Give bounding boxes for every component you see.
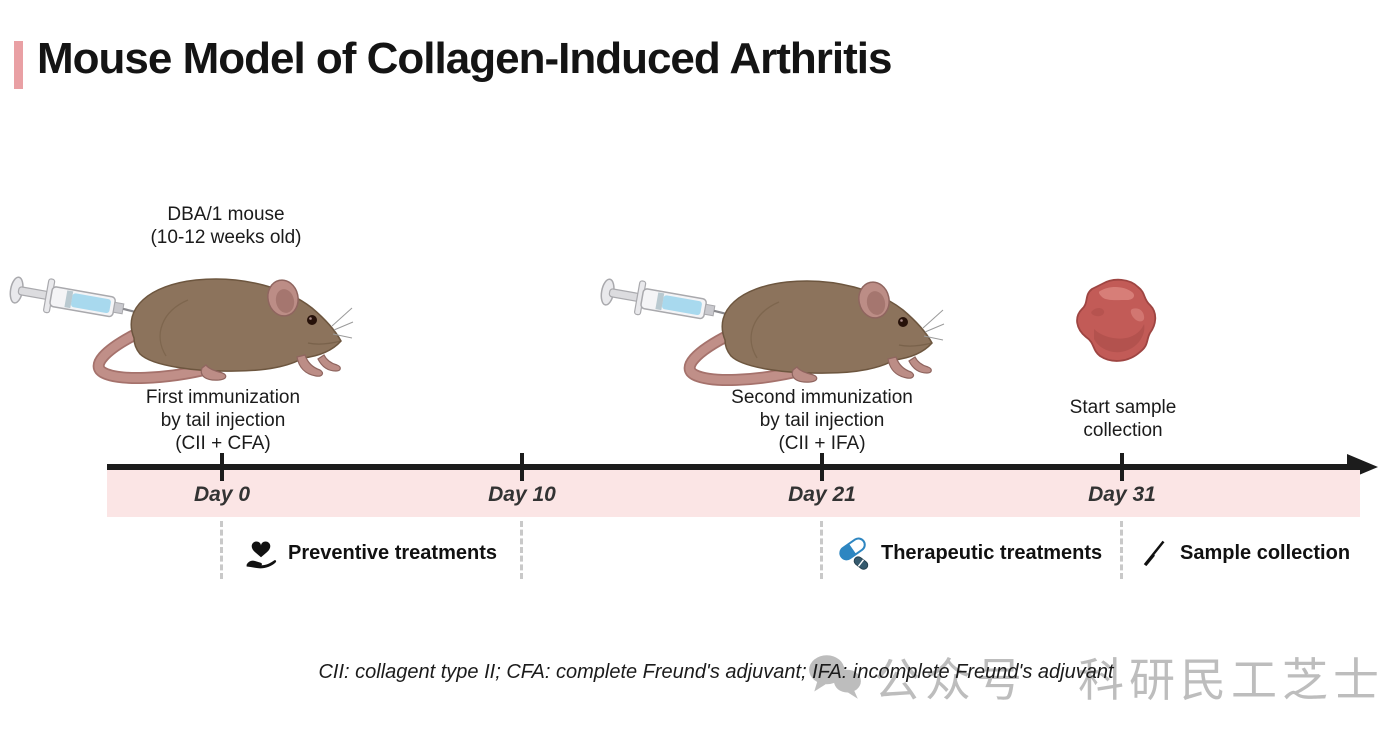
first-immunization-label: First immunization by tail injection (CI… [93,386,353,455]
second-immunization-line2: by tail injection [759,410,885,431]
day-label-0: Day 0 [193,483,251,506]
dashed-dropline-day-0 [220,521,223,579]
sample-collection-line1: Start sample [1069,397,1177,418]
mouse-age-line2: (10-12 weeks old) [150,227,302,248]
abbreviation-footnote: CII: collagent type II; CFA: complete Fr… [318,661,1114,683]
first-immunization-line1: First immunization [145,387,301,408]
page-title: Mouse Model of Collagen-Induced Arthriti… [37,34,892,83]
watermark-text: 公众号 科研民工芝士草莓 [874,654,1383,706]
day-label-10: Day 10 [488,483,556,506]
capsule-icon [839,537,869,570]
tick-day-21 [820,453,824,481]
tick-day-0 [220,453,224,481]
legend-label-preventive: Preventive treatments [288,541,497,564]
legend-label-therapeutic: Therapeutic treatments [881,541,1103,564]
day-label-21: Day 21 [788,483,856,506]
second-immunization-line3: (CII + IFA) [778,433,866,454]
legend-item-preventive: Preventive treatments [243,534,497,572]
second-immunization-label: Second immunization by tail injection (C… [692,386,952,455]
dashed-dropline-day-21 [820,521,823,579]
watermark: 公众号 科研民工芝士草莓 [806,644,1383,710]
tissue-sample-icon [1076,278,1157,362]
legend-item-sample: Sample collection [1141,534,1350,572]
timeline-axis [107,464,1351,470]
dashed-dropline-day-10 [520,521,523,579]
mouse-with-syringe-illustration-1 [2,250,354,386]
dashed-dropline-day-31 [1120,521,1123,579]
second-immunization-line1: Second immunization [731,387,913,408]
legend-label-sample: Sample collection [1180,541,1351,564]
title-accent-bar [14,41,23,89]
start-sample-collection-label: Start sample collection [1013,396,1233,442]
first-immunization-line3: (CII + CFA) [175,433,271,454]
scalpel-icon [1143,540,1165,566]
tick-day-31 [1120,453,1124,481]
tick-day-10 [520,453,524,481]
mouse-age-label: DBA/1 mouse (10-12 weeks old) [96,203,356,249]
heart-in-hand-icon [246,541,277,569]
timeline-band [107,470,1360,517]
mouse-age-line1: DBA/1 mouse [167,204,285,225]
legend-item-therapeutic: Therapeutic treatments [836,534,1102,572]
wechat-icon [809,655,861,699]
first-immunization-line2: by tail injection [160,410,286,431]
sample-collection-line2: collection [1083,420,1163,441]
mouse-with-syringe-illustration-2 [593,252,945,388]
day-label-31: Day 31 [1088,483,1156,506]
